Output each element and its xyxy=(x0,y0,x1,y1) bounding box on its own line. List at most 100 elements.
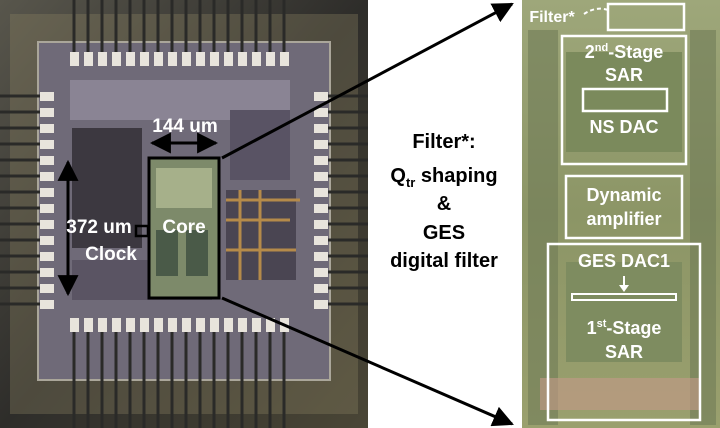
ns-dac-label: NS DAC xyxy=(589,117,658,137)
stage2-sar-line2: SAR xyxy=(605,65,643,85)
bond-pad xyxy=(98,52,107,66)
bond-pad xyxy=(314,172,328,181)
bond-pad xyxy=(252,52,261,66)
dynamic-amplifier-line2: amplifier xyxy=(586,209,661,229)
bond-pad xyxy=(84,52,93,66)
bond-pad xyxy=(126,52,135,66)
bond-pad xyxy=(196,318,205,332)
bond-pad xyxy=(210,318,219,332)
bond-pad xyxy=(40,236,54,245)
bond-pad xyxy=(40,140,54,149)
filter-note-line4: GES xyxy=(423,222,465,244)
copper-routing xyxy=(226,190,300,280)
bond-pad xyxy=(314,236,328,245)
core-zoom-view: Filter* 2nd-Stage SAR NS DAC Dynamic amp… xyxy=(522,0,720,428)
clock-marker xyxy=(134,224,150,238)
core-subblock-right xyxy=(186,230,208,276)
q-symbol: Q xyxy=(390,165,406,187)
bond-pad xyxy=(154,318,163,332)
bond-pad xyxy=(140,318,149,332)
right-power-rail xyxy=(690,30,716,425)
stage2-number: 2 xyxy=(585,42,595,62)
ns-dac-box xyxy=(581,87,669,113)
filter-leader-line xyxy=(583,7,609,15)
stage2-sar-outline xyxy=(560,34,688,166)
bond-pad xyxy=(40,220,54,229)
dynamic-amplifier-outline xyxy=(564,174,684,240)
bottom-logic-strip xyxy=(540,378,700,410)
ges-dac1-label: GES DAC1 xyxy=(578,251,670,271)
stage2-superscript: nd xyxy=(595,42,608,54)
bond-pad xyxy=(40,108,54,117)
bond-pad xyxy=(168,318,177,332)
ges-dac1-pointer-head xyxy=(619,285,629,292)
bond-pad xyxy=(40,172,54,181)
filter-block-outline xyxy=(606,2,686,32)
stage1-number: 1 xyxy=(587,318,597,338)
bond-pad xyxy=(266,52,275,66)
bond-pad xyxy=(314,204,328,213)
bond-pad xyxy=(266,318,275,332)
height-dimension-label: 372 um xyxy=(66,217,131,238)
bond-pad xyxy=(182,318,191,332)
filter-note-line1: Filter*: xyxy=(412,131,475,153)
circuit-block-right xyxy=(230,110,290,180)
bond-pad xyxy=(314,92,328,101)
bond-pad xyxy=(40,188,54,197)
bond-pad xyxy=(40,156,54,165)
bond-pad xyxy=(314,140,328,149)
bond-pad xyxy=(314,188,328,197)
bond-pad xyxy=(140,52,149,66)
bond-pad xyxy=(40,204,54,213)
bottom-bond-pads xyxy=(70,318,289,428)
bond-pad xyxy=(70,318,79,332)
q-subscript: tr xyxy=(406,175,415,190)
bond-pad xyxy=(314,300,328,309)
bond-pad xyxy=(314,108,328,117)
bond-pad xyxy=(252,318,261,332)
filter-tag: Filter* xyxy=(529,9,575,26)
stage2-sar-line1: 2nd-Stage xyxy=(585,42,663,62)
bond-pad xyxy=(112,52,121,66)
core-subblock-top xyxy=(156,168,212,208)
die-photo: 144 um 372 um Core Clock xyxy=(0,0,368,428)
stage1-sar-outline xyxy=(546,242,702,422)
bond-pad xyxy=(182,52,191,66)
bond-pad xyxy=(40,268,54,277)
filter-description: Filter*: Qtr shaping & GES digital filte… xyxy=(390,131,498,272)
bond-pad xyxy=(84,318,93,332)
bond-pad xyxy=(224,318,233,332)
bond-pad xyxy=(314,124,328,133)
bond-pad xyxy=(196,52,205,66)
bond-pad xyxy=(314,252,328,261)
bond-pad xyxy=(98,318,107,332)
bond-pad xyxy=(314,156,328,165)
bond-pad xyxy=(126,318,135,332)
left-bond-pads xyxy=(0,92,54,309)
core-label: Core xyxy=(162,217,205,238)
bond-pad xyxy=(40,124,54,133)
stage2-stage-text: -Stage xyxy=(608,42,663,62)
bond-pad xyxy=(238,318,247,332)
bond-pad xyxy=(168,52,177,66)
bond-pad xyxy=(40,300,54,309)
stage1-stage-text: -Stage xyxy=(606,318,661,338)
bond-pad xyxy=(112,318,121,332)
zoom-arrow-top xyxy=(221,2,514,160)
bond-pad xyxy=(238,52,247,66)
filter-note-line3: & xyxy=(437,193,451,215)
bond-pad xyxy=(40,252,54,261)
right-bond-pads xyxy=(314,92,368,309)
bond-pad xyxy=(40,92,54,101)
shaping-text: shaping xyxy=(415,165,497,187)
sar2-array xyxy=(566,52,682,152)
filter-note-line5: digital filter xyxy=(390,250,498,272)
bond-pad xyxy=(40,284,54,293)
filter-note-line2: Qtr shaping xyxy=(390,165,497,190)
bond-pad xyxy=(154,52,163,66)
bond-pad xyxy=(314,268,328,277)
bond-pad xyxy=(314,220,328,229)
bond-pad xyxy=(210,52,219,66)
stage1-superscript: st xyxy=(597,318,607,330)
